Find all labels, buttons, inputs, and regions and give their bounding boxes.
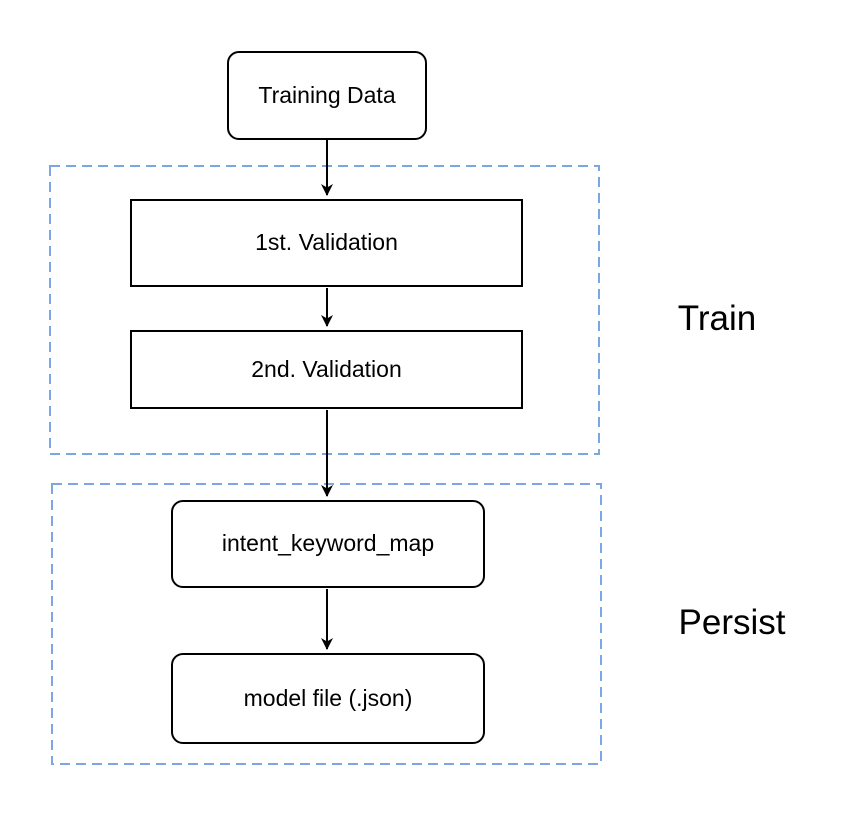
train-group-boundary xyxy=(49,165,600,455)
node-second-validation: 2nd. Validation xyxy=(130,330,523,409)
node-training-data: Training Data xyxy=(227,51,427,140)
node-model-file: model file (.json) xyxy=(171,653,485,744)
node-training-data-label: Training Data xyxy=(258,81,396,108)
persist-group-label: Persist xyxy=(678,603,786,642)
train-group-label: Train xyxy=(677,299,757,338)
node-model-file-label: model file (.json) xyxy=(243,684,413,711)
node-intent-keyword-map: intent_keyword_map xyxy=(171,500,485,588)
node-first-validation: 1st. Validation xyxy=(130,199,523,287)
node-intent-keyword-map-label: intent_keyword_map xyxy=(221,530,435,557)
node-first-validation-label: 1st. Validation xyxy=(255,229,398,256)
node-second-validation-label: 2nd. Validation xyxy=(251,355,402,382)
